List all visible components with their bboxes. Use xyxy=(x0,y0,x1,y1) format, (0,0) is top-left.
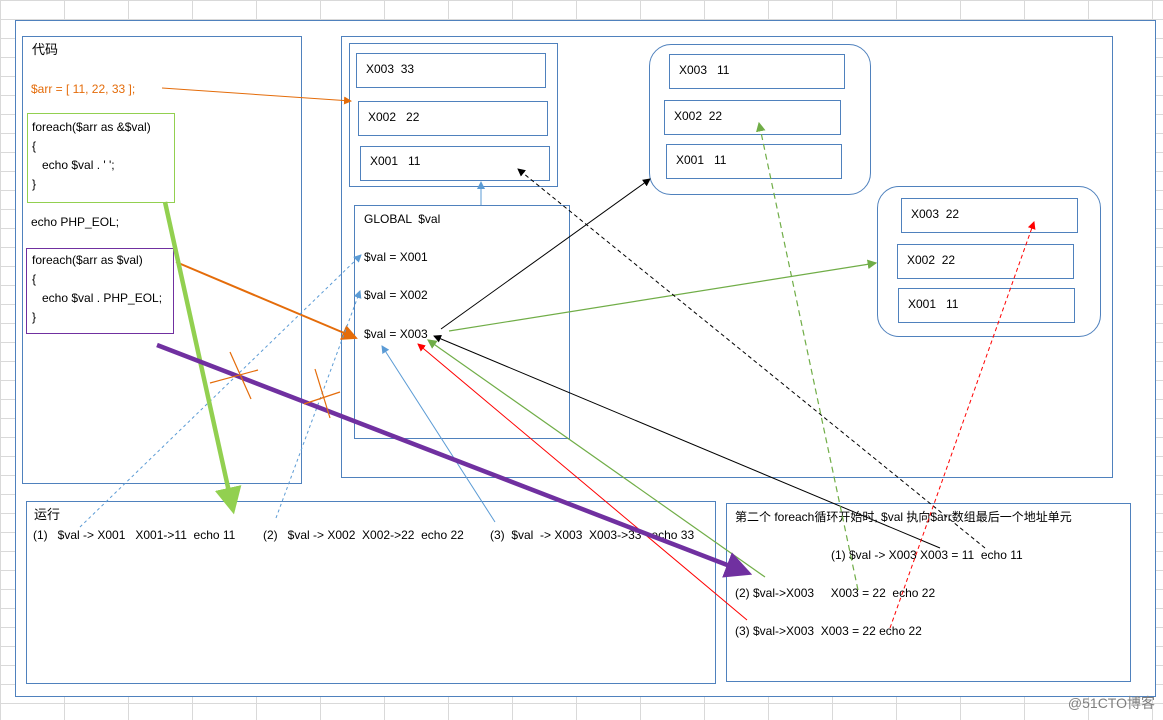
arr-to-memory-arrow xyxy=(161,87,352,105)
second-step1-to-val-arrow xyxy=(433,335,941,549)
run-step2-to-x002-arrow xyxy=(275,290,362,519)
global-val-box xyxy=(354,205,570,439)
val-to-loop1-state-arrow xyxy=(440,178,651,330)
run-panel-title: 运行 xyxy=(34,507,61,522)
loop1-line-3: echo $val . ' '; xyxy=(32,158,115,172)
second-step-2: (2) $val->X003 X003 = 22 echo 22 xyxy=(735,586,936,600)
cross-mark-1 xyxy=(209,351,259,400)
second-step3-to-val-arrow xyxy=(417,343,748,621)
loop1-box xyxy=(27,113,175,203)
watermark: @51CTO博客 xyxy=(1067,695,1155,711)
val-to-loop2-state-arrow xyxy=(448,259,878,332)
loop1-cell-x002: X002 22 xyxy=(664,100,841,135)
arr-assignment: $arr = [ 11, 22, 33 ]; xyxy=(31,82,136,96)
loop2-line-2: { xyxy=(32,272,37,286)
loop1-cell-x003: X003 11 xyxy=(669,54,845,89)
loop2-cell-x001: X001 11 xyxy=(898,288,1075,323)
loop2-line-4: } xyxy=(32,310,37,324)
run-panel xyxy=(26,501,716,684)
second-step-3: (3) $val->X003 X003 = 22 echo 22 xyxy=(735,624,922,638)
arr-cell-x003: X003 33 xyxy=(356,53,546,88)
second-step2-to-x002-arrow xyxy=(756,121,859,591)
second-step3-to-x003-arrow xyxy=(889,221,1036,629)
run-step-3: (3) $val -> X003 X003->33 echo 33 xyxy=(490,528,695,542)
arr-cell-x002: X002 22 xyxy=(358,101,548,136)
loop1-line-2: { xyxy=(32,139,37,153)
loop2-cell-x002: X002 22 xyxy=(897,244,1074,279)
cross-mark-2 xyxy=(303,368,341,419)
run-step3-to-x003-arrow xyxy=(381,345,496,523)
loop2-box xyxy=(26,248,174,334)
code-panel xyxy=(22,36,302,484)
run-step1-to-x001-arrow xyxy=(79,254,362,528)
global-val-row-2: $val = X002 xyxy=(364,288,428,302)
second-step-1: (1) $val -> X003 X003 = 11 echo 11 xyxy=(831,548,1023,562)
second-foreach-panel xyxy=(726,503,1131,682)
run-step-1: (1) $val -> X001 X001->11 echo 11 xyxy=(33,528,236,542)
loop2-output-arrow xyxy=(156,342,753,578)
loop2-to-val-arrow xyxy=(175,261,358,340)
second-panel-title: 第二个 foreach循环开始时, $val 执向$arr数组最后一个地址单元 xyxy=(735,510,1072,524)
echo-eol-line: echo PHP_EOL; xyxy=(31,215,120,229)
global-val-row-1: $val = X001 xyxy=(364,250,428,264)
loop2-line-3: echo $val . PHP_EOL; xyxy=(32,291,163,305)
second-step2-to-val-arrow xyxy=(427,339,766,578)
loop1-output-arrow xyxy=(162,201,242,515)
loop2-line-1: foreach($arr as $val) xyxy=(32,253,143,267)
loop2-cell-x003: X003 22 xyxy=(901,198,1078,233)
code-panel-title: 代码 xyxy=(32,42,59,57)
second-step1-to-x001-arrow xyxy=(517,168,986,549)
run-step-2: (2) $val -> X002 X002->22 echo 22 xyxy=(263,528,464,542)
global-val-title: GLOBAL $val xyxy=(364,212,441,226)
loop1-line-4: } xyxy=(32,177,37,191)
loop1-cell-x001: X001 11 xyxy=(666,144,842,179)
loop1-line-1: foreach($arr as &$val) xyxy=(32,120,151,134)
global-val-row-3: $val = X003 xyxy=(364,327,428,341)
